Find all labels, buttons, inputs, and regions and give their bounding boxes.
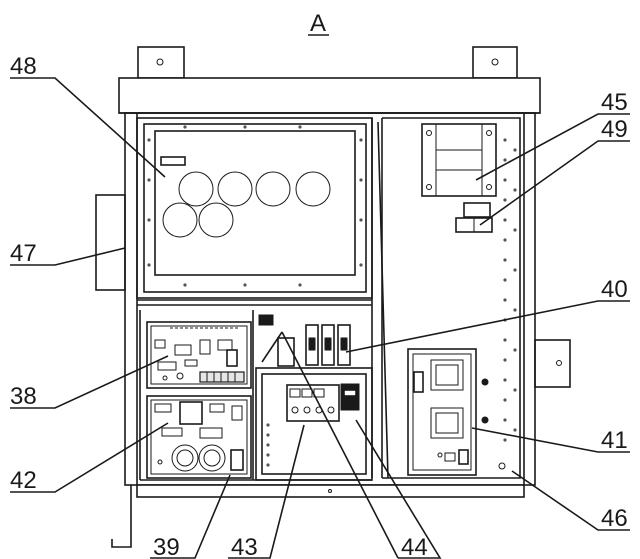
right-handle — [534, 339, 571, 388]
upper-left-panel — [136, 117, 373, 306]
cabinet-body — [111, 112, 536, 548]
component-38-board — [146, 321, 252, 389]
left-handle — [95, 194, 126, 291]
roof-cover — [118, 77, 541, 114]
callout-44: 44 — [401, 534, 428, 559]
callout-48: 48 — [10, 53, 37, 80]
component-45-reactor — [421, 123, 497, 197]
callout-46: 46 — [601, 505, 628, 532]
lower-middle-chamber — [255, 367, 373, 481]
callout-41: 41 — [601, 427, 628, 454]
callout-47: 47 — [10, 240, 37, 267]
component-39-board — [146, 395, 252, 479]
callout-38: 38 — [10, 383, 37, 410]
callout-43: 43 — [231, 534, 258, 559]
component-41-board — [407, 348, 489, 476]
callout-40: 40 — [601, 276, 628, 303]
view-title: A — [310, 10, 326, 37]
component-49-terminal — [455, 202, 493, 233]
leader-lines — [10, 77, 630, 559]
component-44-relays — [258, 314, 351, 367]
callout-39: 39 — [153, 534, 180, 559]
callout-49: 49 — [601, 116, 628, 143]
board-frame — [139, 310, 372, 481]
callout-labels: 48 45 49 47 40 38 41 42 46 39 43 44 — [10, 53, 628, 559]
top-brackets — [137, 46, 518, 79]
callout-42: 42 — [10, 467, 37, 494]
callout-45: 45 — [601, 89, 628, 116]
